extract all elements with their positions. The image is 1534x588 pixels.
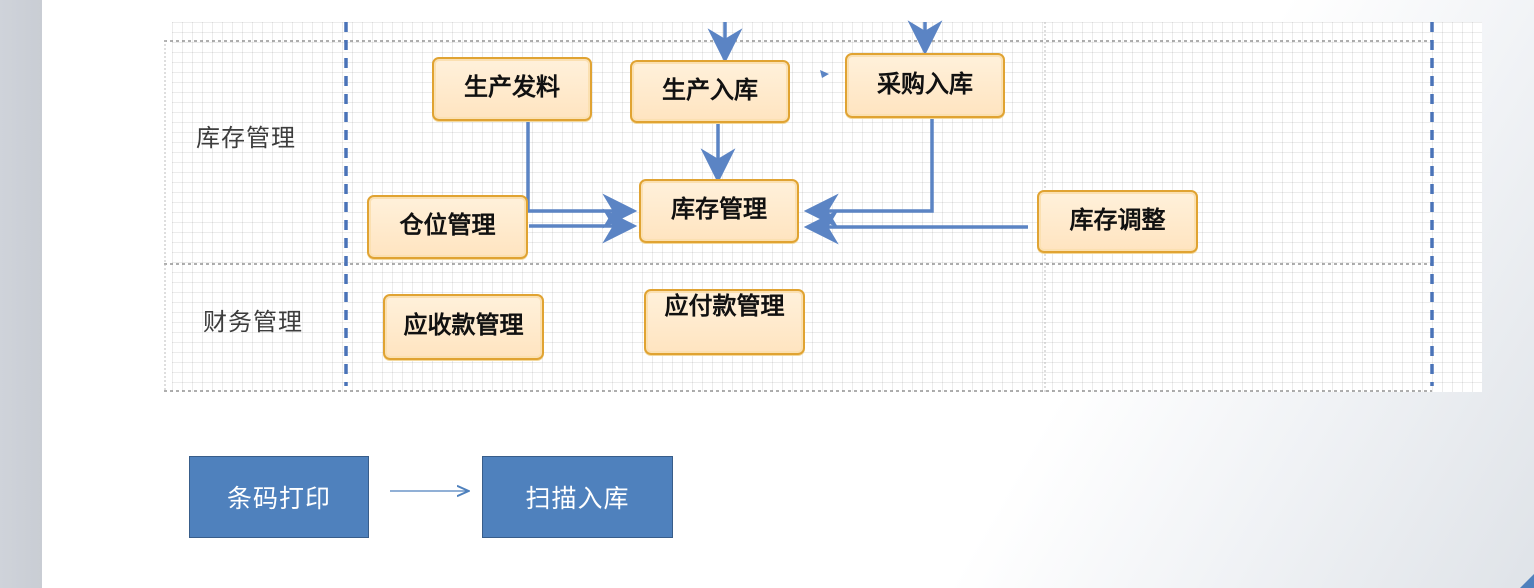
lane-label-inventory: 库存管理 (196, 126, 296, 152)
node-receivables-management[interactable]: 应收款管理 (383, 294, 544, 360)
left-rail (0, 0, 42, 588)
arrow-production-issue-to-inventory (526, 122, 638, 229)
corner-accent (1520, 574, 1534, 588)
lane-label-finance: 财务管理 (203, 310, 303, 336)
node-production-inbound[interactable]: 生产入库 (630, 60, 790, 123)
node-payables-management[interactable]: 应付款管理 (644, 289, 805, 355)
connectors (526, 20, 1028, 245)
arrow-purchase-to-inventory (803, 118, 934, 229)
node-production-issue[interactable]: 生产发料 (432, 57, 592, 121)
stray-arrowhead-icon (820, 70, 829, 78)
node-location-management[interactable]: 仓位管理 (367, 195, 528, 259)
node-inventory-adjustment[interactable]: 库存调整 (1037, 190, 1198, 253)
barcode-print-box[interactable]: 条码打印 (189, 456, 369, 538)
scan-inbound-box[interactable]: 扫描入库 (482, 456, 673, 538)
boundary-lines (344, 22, 1434, 386)
node-purchase-inbound[interactable]: 采购入库 (845, 53, 1005, 118)
lane-dividers (164, 40, 1432, 392)
node-inventory-management[interactable]: 库存管理 (639, 179, 799, 243)
